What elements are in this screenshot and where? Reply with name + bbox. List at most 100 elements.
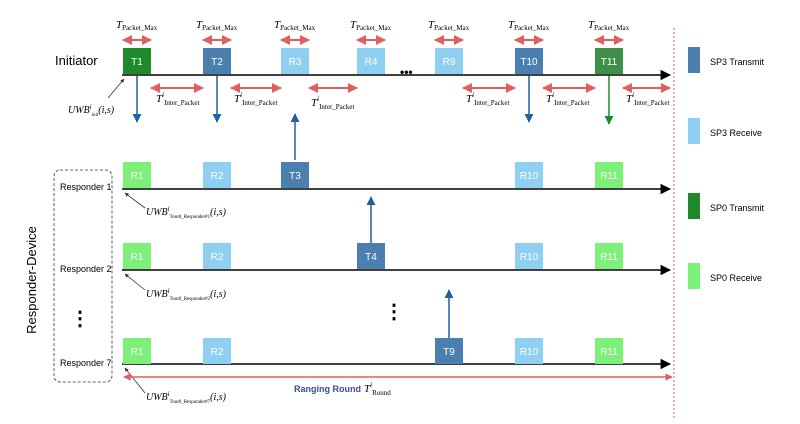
- r1-slot-r2: [203, 162, 231, 188]
- uwb-initiator: UWBiinit(i,s): [68, 78, 125, 118]
- svg-text:TiInter_Packet: TiInter_Packet: [466, 91, 510, 107]
- r1-slot-r11: [595, 162, 623, 188]
- slot-r3-label: R3: [289, 57, 302, 68]
- svg-text:UWBiTout0_Responder#7(i,s): UWBiTout0_Responder#7(i,s): [146, 390, 227, 405]
- legend: SP3 Transmit SP3 Receive SP0 Transmit SP…: [688, 47, 765, 289]
- slot-t10: [515, 48, 543, 74]
- r2-slot-t4-label: T4: [365, 252, 377, 263]
- r2-slot-r1-label: R1: [131, 252, 144, 263]
- slot-t1: [123, 48, 151, 74]
- r1-slot-t3: [281, 162, 309, 188]
- r2-slot-r11: [595, 243, 623, 269]
- vertical-ellipsis-middle: ⋮: [384, 301, 404, 323]
- inter-packet-2: TiInter_Packet: [230, 83, 282, 107]
- responder1-label: Responder 1: [60, 182, 112, 192]
- svg-text:TPacket_Max: TPacket_Max: [428, 19, 470, 32]
- packet-max-r9: TPacket_Max: [428, 19, 470, 45]
- horizontal-ellipsis: •••: [400, 65, 413, 79]
- r1-slot-r11-label: R11: [600, 171, 618, 182]
- uwb-responder2: UWBiTout0_Responder#2(i,s): [124, 273, 227, 302]
- r1-slot-r10: [515, 162, 543, 188]
- packet-max-t2: TPacket_Max: [196, 19, 238, 45]
- uwb-responder7: UWBiTout0_Responder#7(i,s): [124, 367, 227, 405]
- legend-swatch-sp0-transmit: [688, 193, 700, 219]
- responder-device-label: Responder-Device: [24, 226, 39, 334]
- r2-slot-t4: [357, 243, 385, 269]
- inter-packet-4: TiInter_Packet: [462, 83, 516, 107]
- r1-slot-r1-label: R1: [131, 171, 144, 182]
- svg-text:UWBiinit(i,s): UWBiinit(i,s): [68, 103, 115, 118]
- packet-max-annotations: TPacket_Max TPacket_Max TPacket_Max TPac…: [116, 19, 630, 45]
- slot-r3: [281, 48, 309, 74]
- responder7-label: Responder 7: [60, 358, 112, 368]
- r7-slot-t9: [435, 338, 463, 364]
- r1-slot-t3-label: T3: [289, 171, 301, 182]
- responder2-label: Responder 2: [60, 264, 112, 274]
- svg-text:TiInter_Packet: TiInter_Packet: [234, 91, 278, 107]
- r7-slot-t9-label: T9: [443, 347, 455, 358]
- r7-slot-r10-label: R10: [520, 347, 539, 358]
- ranging-round: Ranging Round TiRound: [123, 373, 673, 397]
- slot-t1-label: T1: [131, 57, 143, 68]
- r7-slot-r11: [595, 338, 623, 364]
- responder1-slots: R1 R2 T3 R10 R11: [123, 162, 623, 188]
- slot-r9-label: R9: [443, 57, 456, 68]
- r7-slot-r10: [515, 338, 543, 364]
- r7-slot-r1: [123, 338, 151, 364]
- legend-swatch-sp3-transmit: [688, 47, 700, 73]
- vertical-ellipsis-left: ⋮: [70, 308, 90, 330]
- svg-text:UWBiTout0_Responder#2(i,s): UWBiTout0_Responder#2(i,s): [146, 287, 227, 302]
- legend-swatch-sp0-receive: [688, 263, 700, 289]
- r2-slot-r2-label: R2: [211, 252, 224, 263]
- slot-t11-label: T11: [601, 57, 618, 68]
- packet-max-r3: TPacket_Max: [274, 19, 316, 45]
- uwb-responder1: UWBiTout0_Responder#1(i,s): [124, 192, 227, 220]
- responder2-slots: R1 R2 T4 R10 R11: [123, 243, 623, 269]
- packet-max-r4: TPacket_Max: [350, 19, 392, 45]
- legend-label-sp3-receive: SP3 Receive: [710, 128, 762, 138]
- packet-max-t10: TPacket_Max: [508, 19, 550, 45]
- svg-text:TiInter_Packet: TiInter_Packet: [626, 91, 670, 107]
- slot-t2-label: T2: [211, 57, 223, 68]
- inter-packet-1: TiInter_Packet: [150, 83, 204, 107]
- legend-label-sp0-transmit: SP0 Transmit: [710, 203, 765, 213]
- inter-packet-annotations: TiInter_Packet TiInter_Packet TiInter_Pa…: [150, 83, 671, 111]
- slot-t10-label: T10: [520, 57, 538, 68]
- svg-text:TPacket_Max: TPacket_Max: [508, 19, 550, 32]
- r1-slot-r10-label: R10: [520, 171, 539, 182]
- responder7-slots: R1 R2 T9 R10 R11: [123, 338, 623, 364]
- r2-slot-r2: [203, 243, 231, 269]
- r7-slot-r2-label: R2: [211, 347, 224, 358]
- svg-text:UWBiTout0_Responder#1(i,s): UWBiTout0_Responder#1(i,s): [146, 205, 227, 220]
- slot-t11: [595, 48, 623, 74]
- legend-swatch-sp3-receive: [688, 118, 700, 144]
- legend-label-sp0-receive: SP0 Receive: [710, 273, 762, 283]
- r2-slot-r1: [123, 243, 151, 269]
- r2-slot-r11-label: R11: [600, 252, 618, 263]
- inter-packet-3: TiInter_Packet: [308, 83, 358, 111]
- initiator-slots: T1 T2 R3 R4 R9 T10 T11: [123, 48, 623, 74]
- slot-r9: [435, 48, 463, 74]
- legend-label-sp3-transmit: SP3 Transmit: [710, 57, 765, 67]
- ranging-round-symbol: TiRound: [364, 381, 391, 397]
- svg-text:TiInter_Packet: TiInter_Packet: [156, 91, 200, 107]
- r1-slot-r2-label: R2: [211, 171, 224, 182]
- svg-text:TiInter_Packet: TiInter_Packet: [546, 91, 590, 107]
- r2-slot-r10-label: R10: [520, 252, 539, 263]
- svg-text:TPacket_Max: TPacket_Max: [274, 19, 316, 32]
- r1-slot-r1: [123, 162, 151, 188]
- inter-packet-6: TiInter_Packet: [622, 83, 671, 107]
- inter-packet-5: TiInter_Packet: [542, 83, 596, 107]
- packet-max-t1: TPacket_Max: [116, 19, 158, 45]
- svg-text:TPacket_Max: TPacket_Max: [196, 19, 238, 32]
- slot-r4: [357, 48, 385, 74]
- svg-text:TPacket_Max: TPacket_Max: [116, 19, 158, 32]
- initiator-label: Initiator: [55, 53, 98, 68]
- slot-r4-label: R4: [365, 57, 378, 68]
- svg-text:TiInter_Packet: TiInter_Packet: [311, 95, 355, 111]
- transmission-arrows: [132, 76, 614, 338]
- r2-slot-r10: [515, 243, 543, 269]
- packet-max-t11: TPacket_Max: [588, 19, 630, 45]
- r7-slot-r11-label: R11: [600, 347, 618, 358]
